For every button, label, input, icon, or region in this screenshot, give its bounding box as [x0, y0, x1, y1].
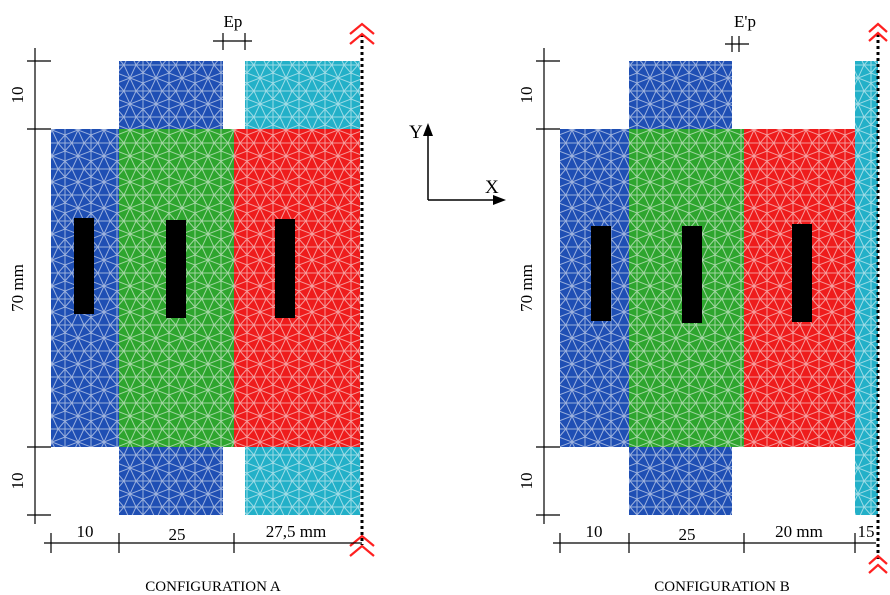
caption-b: CONFIGURATION B [654, 579, 789, 595]
vertical-dimension-b [536, 48, 560, 524]
horizontal-dimension-b [553, 533, 876, 553]
symmetry-marker-bottom-b [868, 554, 888, 574]
axis-x-label: X [485, 177, 499, 198]
dim-bottom-a: 10 [8, 473, 27, 490]
dim-height-b: 70 mm [517, 264, 536, 312]
dim-w-couche1-a: 25 [169, 525, 186, 544]
axis-indicator: Y X [409, 122, 506, 205]
dim-bottom-b: 10 [517, 473, 536, 490]
mesh-overlay-a [51, 61, 360, 515]
dim-top-b: 10 [517, 87, 536, 104]
configuration-b: 10 70 mm 10 10 25 20 mm 15 E'p CASQUE CO… [517, 12, 888, 595]
dim-w-casque-a: 10 [77, 522, 94, 541]
svg-text:COUCHE 1: COUCHE 1 [169, 233, 185, 306]
label-couche1-a: COUCHE 1 [166, 220, 186, 318]
label-casque-b: CASQUE [591, 226, 611, 321]
dim-w-plot-b: 15 [858, 522, 875, 541]
dim-w-casque-b: 10 [586, 522, 603, 541]
caption-a: CONFIGURATION A [145, 579, 281, 595]
dim-w-couche1-b: 25 [679, 525, 696, 544]
label-couche1-b: COUCHE 1 [682, 226, 702, 323]
gap-label-b: E'p [734, 12, 756, 31]
dim-w-couche2-b: 20 mm [775, 522, 823, 541]
axis-y-label: Y [409, 122, 423, 143]
svg-text:COUCHE 1: COUCHE 1 [685, 239, 701, 312]
svg-text:COUCHE 2: COUCHE 2 [795, 237, 811, 310]
label-couche2-a: COUCHE 2 [275, 219, 295, 318]
label-couche2-b: COUCHE 2 [792, 224, 812, 322]
svg-text:CASQUE: CASQUE [77, 236, 93, 296]
dim-w-couche2-a: 27,5 mm [266, 522, 326, 541]
svg-text:CASQUE: CASQUE [594, 243, 610, 303]
configuration-a: 10 70 mm 10 10 25 27,5 mm Ep CASQUE COUC… [8, 12, 375, 595]
symmetry-marker-top-a [349, 22, 375, 45]
gap-dimension-a [213, 33, 252, 50]
dim-top-a: 10 [8, 87, 27, 104]
symmetry-marker-top-b [868, 22, 888, 42]
horizontal-dimension-a [44, 533, 362, 553]
svg-text:COUCHE 2: COUCHE 2 [278, 232, 294, 305]
dim-height-a: 70 mm [8, 264, 27, 312]
gap-dimension-b [725, 36, 749, 52]
label-casque-a: CASQUE [74, 218, 94, 314]
vertical-dimension-a [27, 48, 51, 524]
gap-label-a: Ep [224, 12, 243, 31]
